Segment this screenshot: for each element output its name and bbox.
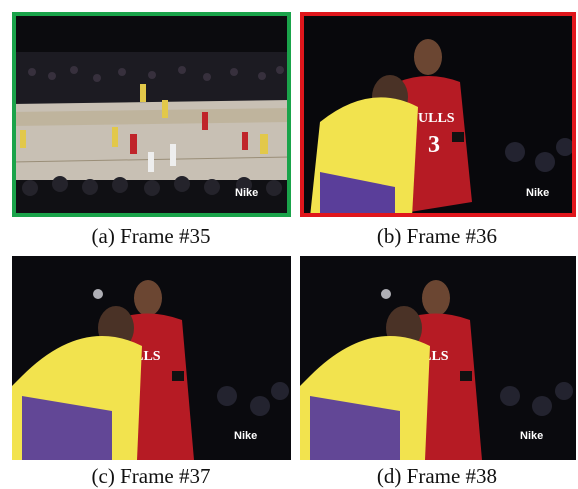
nike-watermark: Nike bbox=[234, 430, 257, 442]
svg-text:3: 3 bbox=[428, 132, 440, 158]
nike-watermark: Nike bbox=[526, 187, 549, 199]
caption-frame-38: (d) Frame #38 bbox=[376, 464, 498, 488]
caption-frame-35: (a) Frame #35 bbox=[91, 224, 211, 248]
caption-frame-37: (c) Frame #37 bbox=[91, 464, 211, 488]
nike-watermark: Nike bbox=[235, 187, 258, 199]
panel-frame-38: ULLS Nike bbox=[300, 256, 576, 460]
panel-frame-37: ULLS Nike bbox=[12, 256, 291, 460]
nike-watermark: Nike bbox=[520, 430, 543, 442]
closeup-shot-image: ULLS Nike bbox=[12, 256, 291, 460]
svg-text:ULLS: ULLS bbox=[418, 111, 455, 126]
panel-frame-36: ULLS 3 Nike bbox=[300, 12, 576, 217]
closeup-shot-image: ULLS Nike bbox=[300, 256, 576, 460]
closeup-shot-image: ULLS 3 Nike bbox=[300, 12, 576, 217]
panel-frame-35: Nike bbox=[12, 12, 291, 217]
caption-frame-36: (b) Frame #36 bbox=[376, 224, 498, 248]
court-wide-shot-image: Nike bbox=[12, 12, 291, 217]
